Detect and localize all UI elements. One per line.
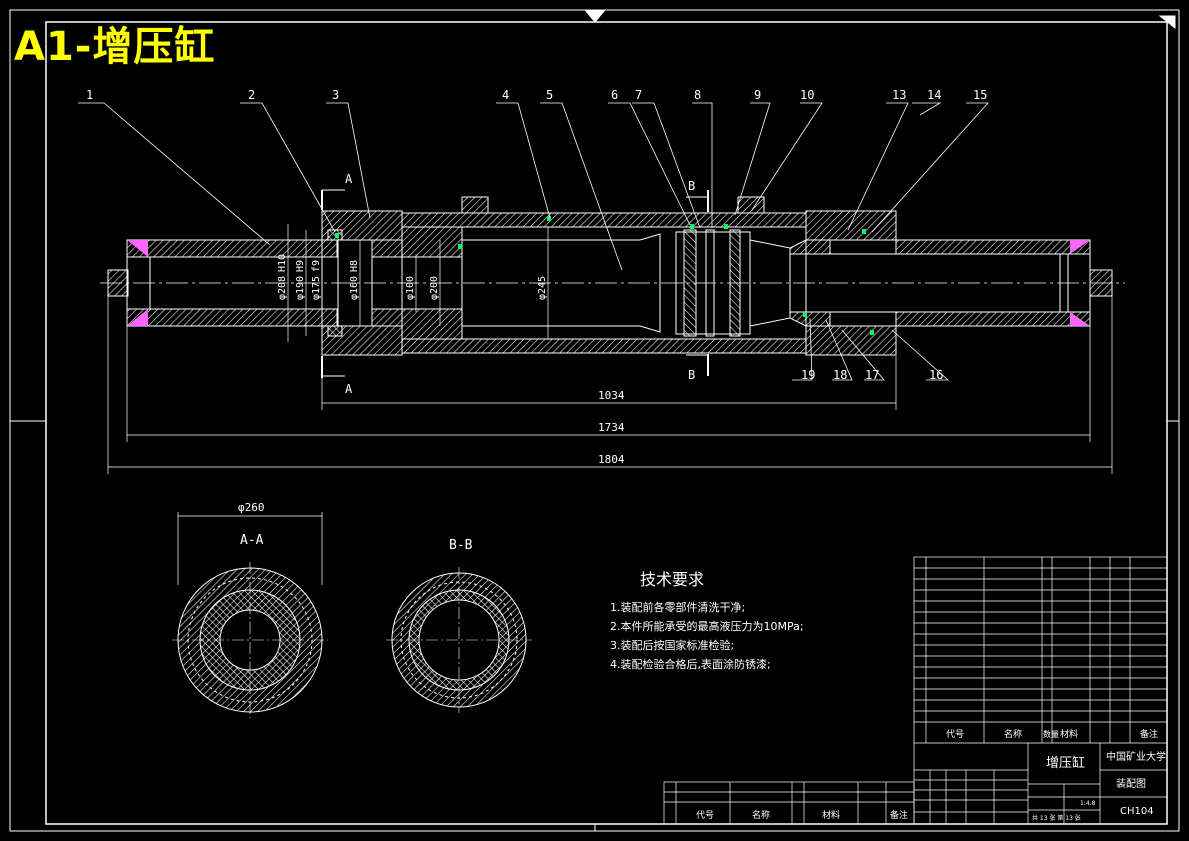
dim-d208: φ208 [277, 276, 288, 300]
dim-d190: φ190 [295, 276, 306, 300]
scale-value: 1:4.8 [1080, 800, 1096, 807]
cylinder-assembly [107, 189, 1113, 378]
tech-req-item-4: 4.装配检验合格后,表面涂防锈漆; [610, 658, 771, 671]
school-name: 中国矿业大学 [1106, 750, 1166, 763]
dim-d245: φ245 [537, 276, 548, 300]
title-block-grid [914, 743, 1167, 824]
bottom-col-material: 材料 [822, 809, 840, 821]
section-mark-a-bottom: A [345, 382, 353, 396]
dim-d260: φ260 [238, 501, 265, 514]
balloon-13: 13 [892, 88, 906, 102]
col-qty: 数量 [1043, 729, 1059, 739]
balloon-6: 6 [611, 88, 618, 102]
balloon-labels: 1 2 3 4 5 6 7 8 9 10 13 14 15 19 18 17 1… [86, 88, 987, 382]
bottom-parts-list [663, 781, 915, 825]
section-view-bb [386, 567, 532, 713]
balloon-16: 16 [929, 368, 943, 382]
tech-req-item-1: 1.装配前各零部件清洗干净; [610, 601, 746, 614]
diameter-labels: φ208 H10 φ190 H9 φ175 f9 φ160 H8 φ100 φ2… [277, 254, 548, 300]
dim-d175: φ175 [311, 276, 322, 300]
dim-1734: 1734 [598, 421, 625, 434]
bottom-col-code: 代号 [696, 810, 714, 821]
col-name: 名称 [1004, 728, 1022, 740]
leader-lines [78, 102, 989, 381]
balloon-19: 19 [801, 368, 815, 382]
dim-d160: φ160 [349, 276, 360, 300]
balloon-10: 10 [800, 88, 814, 102]
col-material: 材料 [1060, 728, 1078, 740]
part-name: 增压缸 [1046, 755, 1085, 771]
dimension-lines [107, 224, 1113, 585]
tech-req-item-2: 2.本件所能承受的最高液压力为10MPa; [610, 620, 804, 633]
drawing-type: 装配图 [1116, 777, 1146, 790]
balloon-3: 3 [332, 88, 339, 102]
dim-1034: 1034 [598, 389, 625, 402]
section-mark-a-top: A [345, 172, 353, 186]
fit-h9: H9 [295, 260, 306, 272]
balloon-4: 4 [502, 88, 509, 102]
view-labels: A-A B-B [240, 533, 473, 553]
view-label-aa: A-A [240, 533, 264, 548]
dim-1804: 1804 [598, 453, 625, 466]
fit-f9: f9 [311, 260, 322, 272]
sheet-count: 共 13 张 第 13 张 [1032, 814, 1081, 822]
balloon-8: 8 [694, 88, 701, 102]
col-code: 代号 [946, 729, 964, 740]
section-marks: A A B B [345, 172, 695, 396]
balloon-1: 1 [86, 88, 93, 102]
balloon-18: 18 [833, 368, 847, 382]
balloon-14: 14 [927, 88, 941, 102]
sheet-border [9, 9, 1180, 832]
fit-h8: H8 [349, 260, 360, 272]
view-label-bb: B-B [449, 538, 473, 553]
drawing-number: CH104 [1120, 806, 1154, 817]
balloon-5: 5 [546, 88, 553, 102]
section-view-aa [172, 562, 328, 718]
balloon-9: 9 [754, 88, 761, 102]
tech-req-item-3: 3.装配后按国家标准检验; [610, 639, 735, 652]
fit-h10: H10 [277, 254, 288, 272]
drawing-title: A1-增压缸 [14, 24, 216, 70]
bottom-col-remark: 备注 [890, 809, 908, 821]
balloon-2: 2 [248, 88, 255, 102]
section-mark-b-top: B [688, 179, 695, 193]
length-labels: 1034 1734 1804 φ260 [238, 389, 625, 514]
dim-d100: φ100 [405, 276, 416, 300]
balloon-15: 15 [973, 88, 987, 102]
parts-list [663, 556, 1168, 825]
title-block-text: 增压缸 中国矿业大学 装配图 CH104 1:4.8 共 13 张 第 13 张… [696, 728, 1166, 822]
parts-list-rows [914, 557, 1167, 744]
technical-requirements: 技术要求 1.装配前各零部件清洗干净; 2.本件所能承受的最高液压力为10MPa… [610, 566, 804, 674]
dim-d200: φ200 [429, 276, 440, 300]
bottom-col-name: 名称 [752, 809, 770, 821]
balloon-7: 7 [635, 88, 642, 102]
balloon-17: 17 [865, 368, 879, 382]
col-remark: 备注 [1140, 728, 1158, 740]
tech-req-heading: 技术要求 [640, 570, 705, 589]
section-mark-b-bottom: B [688, 368, 695, 382]
